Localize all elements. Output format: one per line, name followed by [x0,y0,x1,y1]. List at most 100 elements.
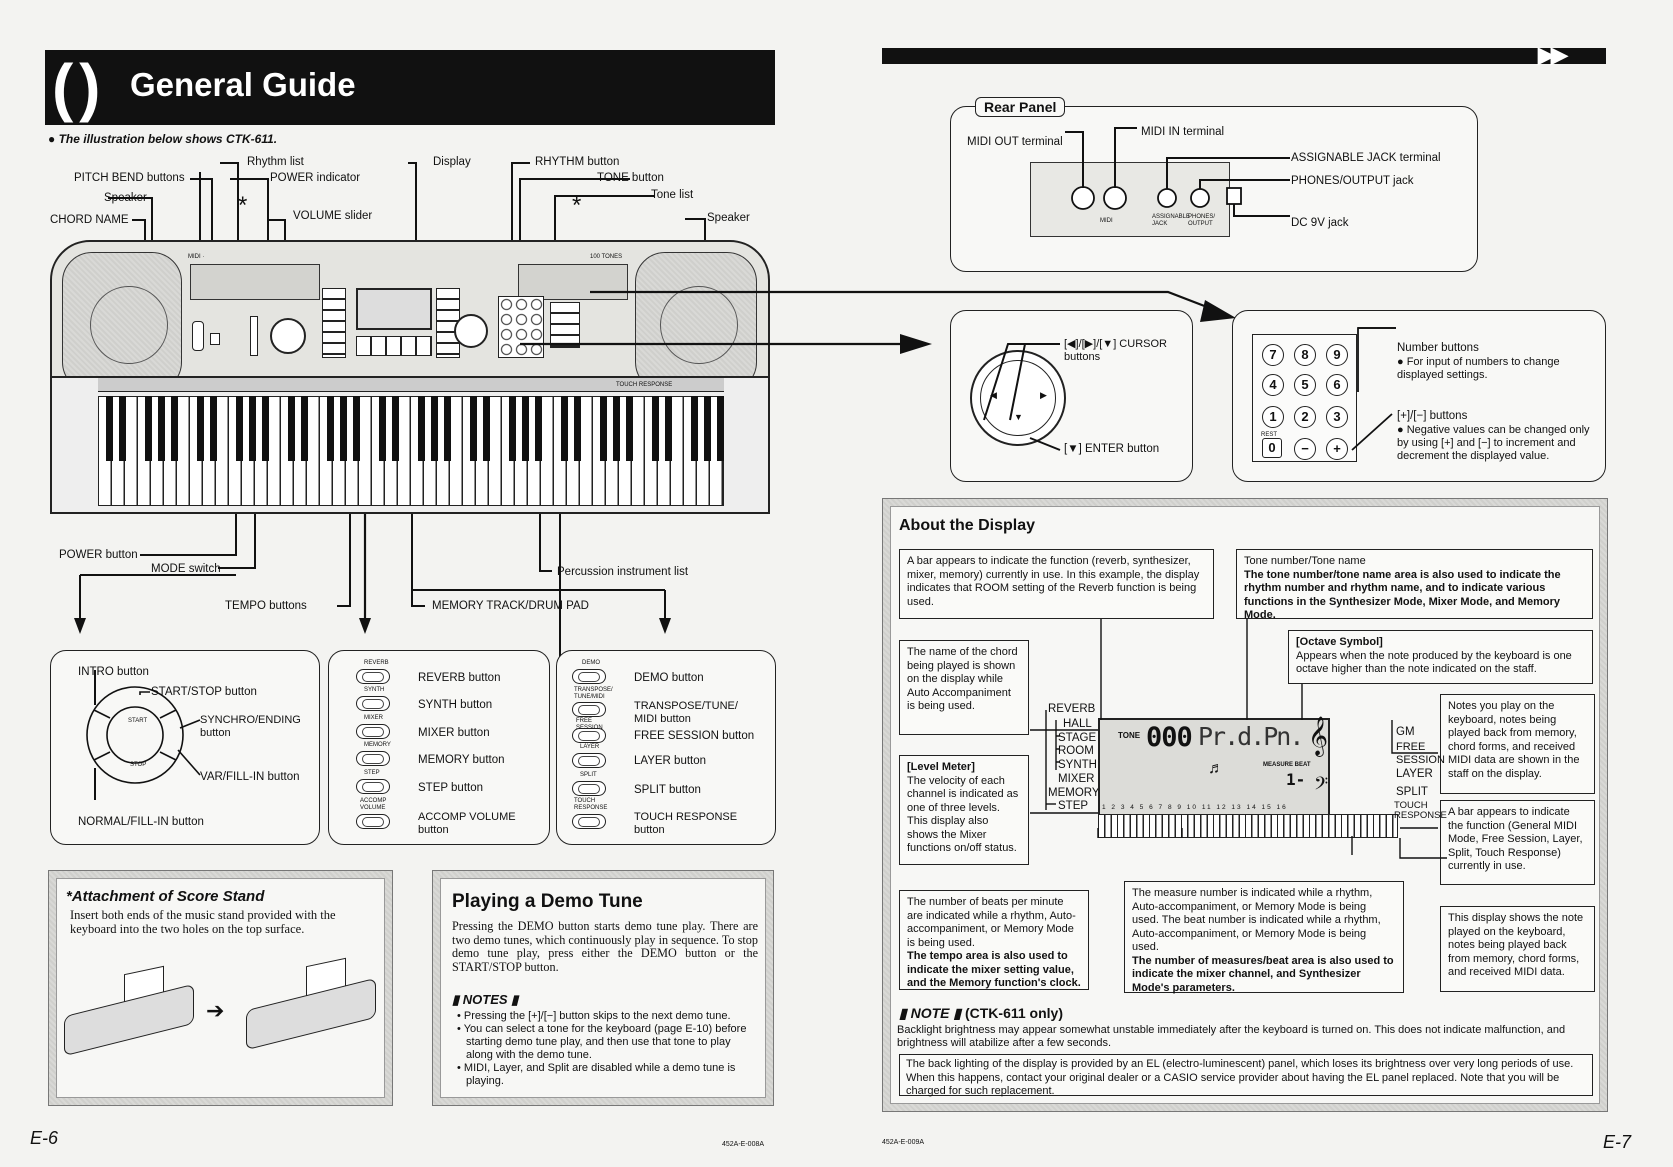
tempo-box: The number of beats per minute are indic… [899,890,1089,990]
lcd-label-memory: MEMORY [1048,787,1100,799]
transpose-item: TRANSPOSE/ TUNE/MIDI TRANSPOSE/TUNE/ MID… [572,687,772,725]
memory-button[interactable] [356,751,390,766]
key-7[interactable]: 7 [1262,344,1284,366]
cursor-dial[interactable] [454,314,488,348]
memory-tag: MEMORY [364,742,391,748]
tone-list-strip [518,264,628,300]
level-body: The velocity of each channel is indicate… [907,774,1019,855]
power-switch[interactable] [210,333,220,345]
accomp-volume-label: ACCOMP VOLUME button [418,811,516,836]
right-header-bar [882,48,1606,64]
split-tag: SPLIT [580,772,597,778]
cursor-callout-lines [983,343,1061,451]
controller-dial[interactable] [270,318,306,354]
lcd-label-hall: HALL [1063,718,1092,730]
split-button[interactable] [572,781,606,796]
keyboard-illustration: MIDI · 100 TONES TOUCH RESPONSE [50,236,770,536]
volume-slider-label: VOLUME slider [293,210,373,222]
key-0[interactable]: 0 [1262,438,1282,458]
layer-button[interactable] [572,753,606,768]
tiny-midi-tag: MIDI [1100,218,1113,224]
free-session-item: FREE SESSION FREE SESSION button [572,718,772,743]
step-button[interactable] [356,779,390,794]
speaker-right-label: Speaker [707,212,750,224]
synth-button[interactable] [356,696,390,711]
synth-tag: SYNTH [364,687,385,693]
lcd-label-step: STEP [1058,800,1089,812]
display-note-body: Backlight brightness may appear somewhat… [897,1024,1566,1049]
demo-tag: DEMO [582,660,600,666]
key-6[interactable]: 6 [1326,374,1348,396]
lcd-label-room: ROOM [1058,745,1094,757]
free-session-label: FREE SESSION button [634,730,755,742]
key-3[interactable]: 3 [1326,406,1348,428]
asterisk-left: * [238,192,248,219]
power-indicator-label: POWER indicator [270,172,361,184]
free-session-button[interactable] [572,728,606,743]
illustration-note: ● The illustration below shows CTK-611. [48,132,278,146]
lcd-channel-numbers: 1 2 3 4 5 6 7 8 9 10 11 12 13 14 15 16 [1102,804,1288,811]
chord-name-box: The name of the chord being played is sh… [899,640,1029,735]
level-title: [Level Meter] [907,761,975,773]
enter-button-label: [▼] ENTER button [1064,443,1160,455]
memory-label: MEMORY button [418,754,505,766]
lcd-label-free-session: FREE SESSION [1396,741,1445,766]
controller-dial-diagram [86,670,201,800]
rhythm-list-label: Rhythm list [247,156,304,168]
reverb-button[interactable] [356,669,390,684]
number-pad[interactable] [498,296,544,358]
header-chevrons: ▶▶ [1538,42,1568,67]
demo-note-3: • MIDI, Layer, and Split are disabled wh… [457,1062,736,1087]
midi-out-label: MIDI OUT terminal [967,136,1063,148]
key-5[interactable]: 5 [1294,374,1316,396]
key-8[interactable]: 8 [1294,344,1316,366]
lcd-label-mixer: MIXER [1058,773,1095,785]
right-panel-tag: 100 TONES [590,254,623,260]
lcd-label-stage: STAGE [1058,732,1097,744]
demo-button[interactable] [572,669,606,684]
reverb-item: REVERB REVERB button [356,660,546,686]
cursor-inner-ring [980,360,1056,436]
rest-tag: REST [1261,432,1278,438]
display-labels-left: REVERB HALL STAGE ROOM SYNTH MIXER MEMOR… [1038,703,1100,818]
plusminus-desc: ● Negative values can be changed only by… [1397,424,1590,462]
backlight-box: The back lighting of the display is prov… [899,1054,1593,1097]
number-buttons-desc: ● For input of numbers to change display… [1397,356,1560,381]
tempo-buttons-label: TEMPO buttons [225,600,307,612]
touch-response-button[interactable] [572,814,606,829]
synth-item: SYNTH SYNTH button [356,687,546,713]
layer-tag: LAYER [580,744,600,750]
touch-response-tag: TOUCH RESPONSE [616,382,673,388]
split-label: SPLIT button [634,784,701,796]
power-button-label: POWER button [59,549,138,561]
demo-buttons-list: DEMO DEMO button TRANSPOSE/ TUNE/MIDI TR… [572,660,772,840]
measure-bold: The number of measures/beat area is also… [1132,954,1394,994]
key-plus[interactable]: + [1326,438,1348,460]
volume-slider[interactable] [250,316,258,356]
phones-label: PHONES/OUTPUT jack [1291,175,1414,187]
measure-box: The measure number is indicated while a … [1124,881,1404,994]
key-4[interactable]: 4 [1262,374,1284,396]
dial-start-tag: START [128,718,148,724]
tone-name-heading: Tone number/Tone name [1244,555,1366,567]
var-fill-label: VAR/FILL-IN button [200,771,300,783]
mixer-label: MIXER button [418,727,490,739]
mixer-button[interactable] [356,724,390,739]
asterisk-right: * [572,192,582,219]
key-1[interactable]: 1 [1262,406,1284,428]
key-minus[interactable]: − [1294,438,1316,460]
transpose-button[interactable] [572,702,606,717]
layer-item: LAYER LAYER button [572,744,772,770]
score-stand-body: Insert both ends of the music stand prov… [70,908,336,936]
lcd-label-gm: GM [1396,726,1415,738]
start-stop-label: START/STOP button [151,686,257,698]
pitch-bend-wheel[interactable] [192,321,204,351]
accomp-volume-button[interactable] [356,814,390,829]
cursor-down-icon: ▼ [1014,412,1023,422]
key-9[interactable]: 9 [1326,344,1348,366]
rhythm-tone-buttons[interactable] [550,302,580,348]
demo-label: DEMO button [634,672,704,684]
demo-tune-box [440,878,766,1098]
chord-name-label: CHORD NAME [50,214,129,226]
key-2[interactable]: 2 [1294,406,1316,428]
